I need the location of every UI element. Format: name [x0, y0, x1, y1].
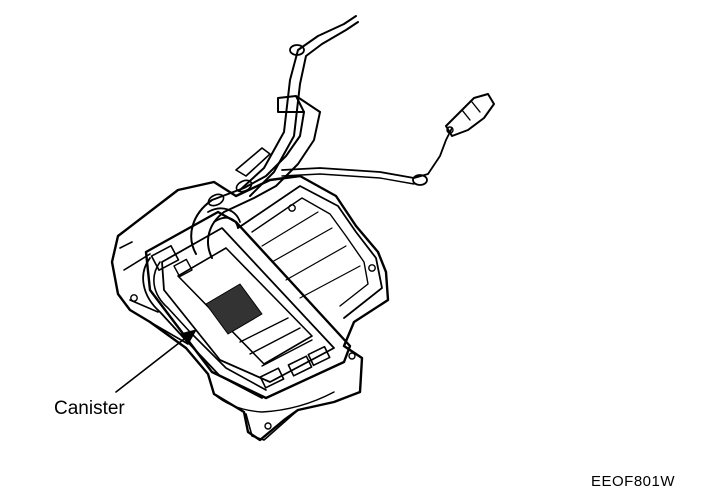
hose-clamp [235, 179, 253, 193]
tank-rib [261, 211, 319, 247]
figure-code: EEOF801W [591, 473, 676, 490]
canister-clip [150, 244, 180, 272]
filler-vent-elbow [277, 95, 321, 113]
harness-wire [281, 127, 453, 179]
tank-outline [110, 174, 390, 442]
breather-line-edge [249, 21, 359, 197]
harness-connector-lock [446, 126, 454, 134]
canister-tray-inner [161, 227, 335, 383]
tank-rib [285, 245, 347, 281]
canister-label-plate [205, 283, 263, 335]
canister-port [307, 345, 331, 367]
canister-rib [261, 339, 313, 367]
tank-bottom [245, 409, 299, 441]
hose-clamp [207, 193, 225, 207]
fuel-tank [110, 174, 390, 442]
bolt-hole [368, 264, 376, 272]
canister-rib [249, 327, 301, 355]
harness-connector [445, 93, 495, 137]
canister-housing [144, 210, 352, 400]
tank-rib [299, 265, 361, 299]
arrow-shaft [115, 335, 189, 393]
canister-callout-label: Canister [54, 398, 125, 419]
canister-port [259, 367, 285, 389]
sender-harness [281, 93, 495, 186]
canister-tray-outer [144, 210, 352, 400]
vent-hoses [142, 15, 359, 399]
bolt-hole [288, 204, 296, 212]
purge-hose-edge [153, 261, 267, 391]
tank-top-panel-inner [251, 197, 369, 307]
purge-hose [142, 257, 263, 399]
breather-line [239, 15, 357, 191]
canister-port [287, 355, 313, 377]
bolt-hole [348, 352, 356, 360]
bolt-hole [264, 422, 272, 430]
tank-flange [119, 241, 189, 345]
hose-clamp [289, 44, 305, 56]
canister-rib [239, 317, 289, 343]
canister-hose [207, 207, 241, 229]
harness-grommet [412, 174, 428, 186]
harness-wire-edge [281, 173, 415, 185]
arrow-head [179, 329, 197, 345]
callout-arrow [115, 329, 197, 393]
filler-vent-hose [190, 111, 305, 255]
canister-clip [173, 258, 193, 278]
bolt-hole [130, 294, 138, 302]
tank-bracket [235, 147, 271, 177]
harness-connector-pins [445, 101, 481, 137]
canister-top [177, 247, 313, 365]
tank-rib [271, 227, 333, 263]
tank-top-panel [237, 185, 383, 319]
filler-vent-hose-edge [207, 111, 321, 259]
tank-bottom-curve [213, 391, 335, 413]
